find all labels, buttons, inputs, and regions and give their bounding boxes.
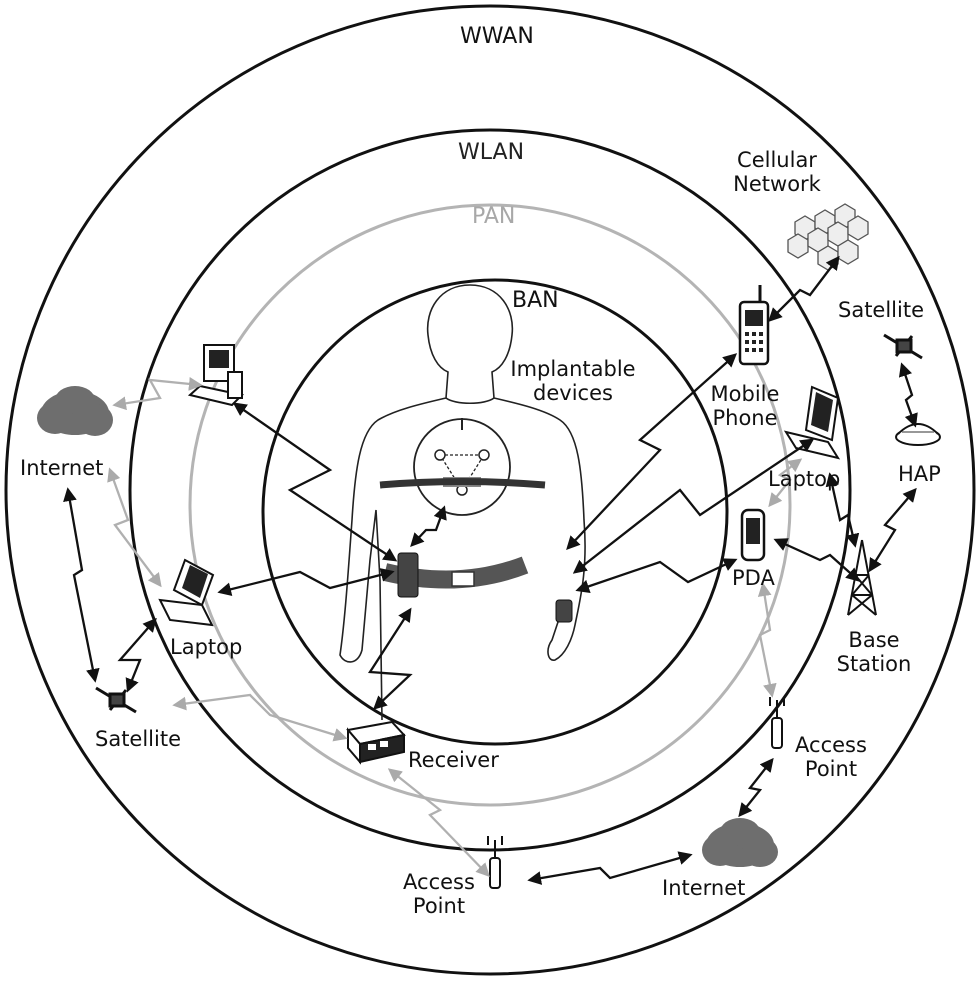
cellular-network-line1: Cellular (722, 148, 832, 172)
access-point-antenna-icon (488, 836, 502, 888)
laptop-right-label: Laptop (768, 467, 840, 491)
wlan-ring (130, 130, 850, 850)
implantable-devices-label: Implantable devices (498, 357, 648, 405)
hap-balloon-icon (896, 424, 940, 445)
laptop-icon (786, 387, 838, 458)
access-point-right-line1: Access (784, 733, 878, 757)
satellite-right-label: Satellite (838, 298, 924, 322)
chest-strap (380, 482, 545, 486)
wwan-label: WWAN (460, 24, 534, 49)
mobile-phone-icon (740, 285, 768, 364)
belt-device-icon (398, 553, 418, 597)
mobile-phone-line1: Mobile (700, 382, 790, 406)
mobile-phone-line2: Phone (700, 406, 790, 430)
laptop-icon (160, 560, 213, 625)
access-point-bottom-line1: Access (392, 870, 486, 894)
cellular-network-label: Cellular Network (722, 148, 832, 196)
person-outline-icon (340, 285, 585, 720)
base-station-line1: Base (826, 628, 922, 652)
access-point-right-line2: Point (784, 757, 878, 781)
internet-bottom-label: Internet (662, 876, 745, 900)
desktop-computer-icon (190, 345, 242, 405)
mobile-phone-label: Mobile Phone (700, 382, 790, 430)
wlan-label: WLAN (458, 140, 524, 165)
receiver-box-icon (348, 722, 404, 762)
satellite-left-label: Satellite (95, 727, 181, 751)
cloud-icon (702, 818, 778, 867)
receiver-label: Receiver (408, 748, 499, 772)
pan-label: PAN (472, 204, 515, 229)
access-point-bottom-line2: Point (392, 894, 486, 918)
access-point-right-label: Access Point (784, 733, 878, 781)
pda-icon (742, 510, 764, 560)
ban-label: BAN (512, 288, 559, 313)
implantable-line2: devices (498, 381, 648, 405)
internet-left-label: Internet (20, 456, 103, 480)
cloud-icon (37, 386, 113, 436)
access-point-antenna-icon (770, 697, 784, 748)
belt-buckle (452, 572, 474, 586)
hap-label: HAP (898, 462, 941, 486)
base-station-tower-icon (848, 540, 876, 615)
satellite-icon (884, 335, 922, 358)
satellite-icon (96, 688, 136, 712)
cellular-network-line2: Network (722, 172, 832, 196)
ban-ring (263, 280, 727, 744)
wrist-sensor-icon (556, 600, 572, 622)
implantable-line1: Implantable (498, 357, 648, 381)
pda-label: PDA (732, 566, 775, 590)
base-station-label: Base Station (826, 628, 922, 676)
access-point-bottom-label: Access Point (392, 870, 486, 918)
base-station-line2: Station (826, 652, 922, 676)
cellular-hex-grid-icon (788, 204, 868, 270)
implant-sensor-icon (414, 418, 510, 515)
laptop-left-label: Laptop (170, 635, 242, 659)
